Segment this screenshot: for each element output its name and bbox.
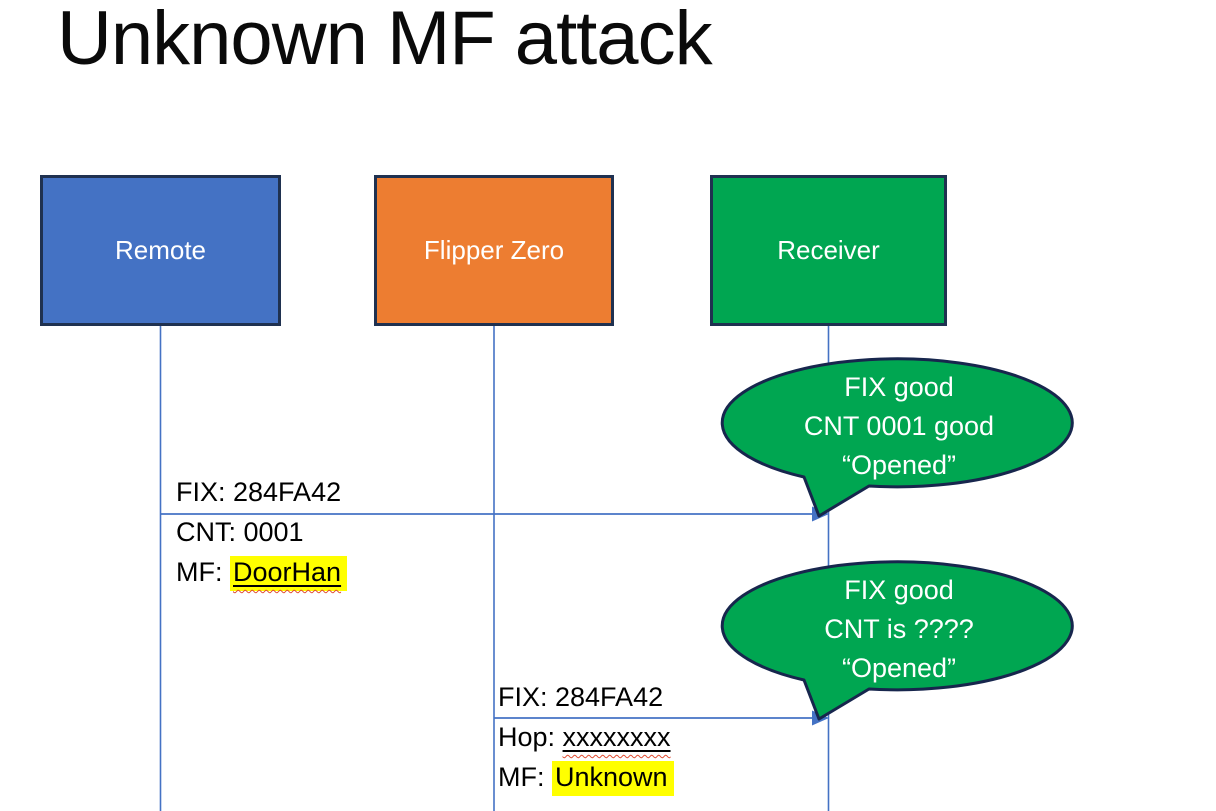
message-2-fix: FIX: 284FA42 [498,682,664,712]
actor-box-receiver: Receiver [710,175,947,326]
message-2-hop-value-underlined: xxxxxxxx [562,722,671,752]
message-1-mf: MF: DoorHan [176,552,348,592]
message-1-mf-label: MF: [176,557,230,587]
actor-box-flipper-zero: Flipper Zero [374,175,614,326]
callout-1-text: FIX good CNT 0001 good “Opened” [726,368,1072,485]
callout-2-text: FIX good CNT is ???? “Opened” [726,571,1072,688]
actor-label-flipper-zero: Flipper Zero [423,235,565,265]
message-1-cnt: CNT: 0001 [176,517,304,547]
callout-1-line-2: CNT 0001 good [803,411,995,441]
message-2-hop: Hop: xxxxxxxx [498,717,674,757]
page-title: Unknown MF attack [57,0,713,81]
callout-2-line-2: CNT is ???? [824,614,974,644]
callout-2-line-1: FIX good [844,575,954,605]
callout-1-line-3: “Opened” [841,450,957,480]
receiver-callout-bubble-1 [720,357,1074,518]
message-2-hop-label: Hop: [498,722,563,752]
message-2-mf-label: MF: [498,762,552,792]
actor-label-receiver: Receiver [777,235,880,265]
message-1-mf-value-highlighted: DoorHan [230,556,348,591]
message-1-label: FIX: 284FA42 CNT: 0001 MF: DoorHan [176,472,348,592]
receiver-callout-bubble-2 [720,560,1074,721]
actor-box-remote: Remote [40,175,281,326]
message-2-label: FIX: 284FA42 Hop: xxxxxxxx MF: Unknown [498,677,674,797]
spellcheck-squiggle: DoorHan [230,556,348,591]
message-1-fix: FIX: 284FA42 [176,477,342,507]
callout-2-line-3: “Opened” [841,653,957,683]
message-2-mf-value-highlighted: Unknown [552,761,674,796]
message-2-mf: MF: Unknown [498,757,674,797]
spellcheck-squiggle: xxxxxxxx [563,722,671,752]
callout-1-line-1: FIX good [844,372,954,402]
actor-label-remote: Remote [114,235,207,265]
